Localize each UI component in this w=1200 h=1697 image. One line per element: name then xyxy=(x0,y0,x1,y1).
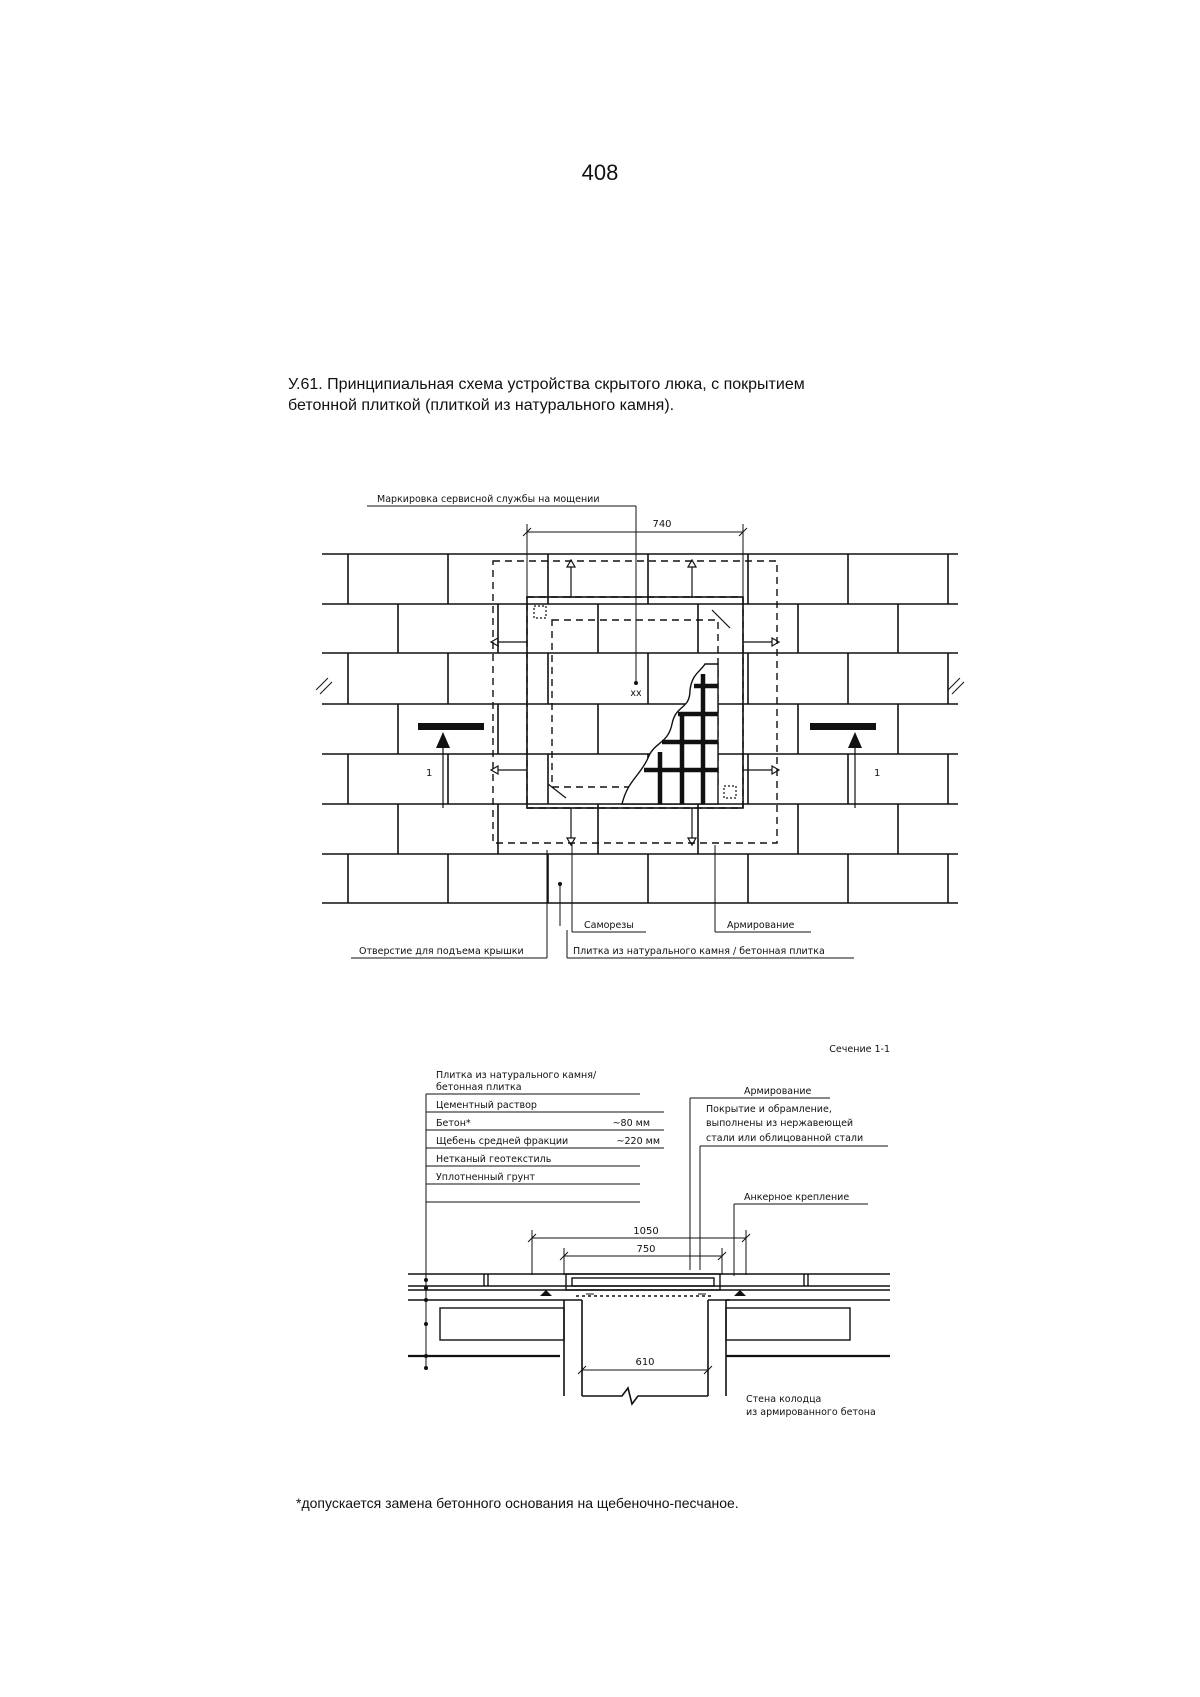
label-anchor: Анкерное крепление xyxy=(744,1192,849,1203)
label-reinforcement-section: Армирование xyxy=(744,1086,812,1097)
label-marking: Маркировка сервисной службы на мощении xyxy=(377,494,600,505)
layer-0: Плитка из натурального камня/ xyxy=(436,1070,597,1081)
layer-3: Бетон* xyxy=(436,1118,471,1129)
right-notes xyxy=(689,1097,888,1276)
dim-750-label: 750 xyxy=(636,1244,655,1255)
reinforcement-cutaway xyxy=(621,663,719,805)
hatch-cover xyxy=(565,1273,721,1297)
layer-6: Уплотненный грунт xyxy=(436,1172,535,1183)
section-mark-left-label: 1 xyxy=(426,768,432,779)
dim-1050-label: 1050 xyxy=(633,1226,658,1237)
cover-note-2: выполнены из нержавеющей xyxy=(706,1118,853,1129)
layer-5: Нетканый геотекстиль xyxy=(436,1154,552,1165)
layer-3-value: ~80 мм xyxy=(613,1118,650,1129)
footnote: *допускается замена бетонного основания … xyxy=(296,1495,739,1511)
caption-line-2: бетонной плиткой (плиткой из натуральног… xyxy=(288,397,675,414)
screw-icons xyxy=(489,558,781,847)
layer-2: Цементный раствор xyxy=(436,1100,537,1111)
dim-610-label: 610 xyxy=(635,1357,654,1368)
brick-paving xyxy=(322,553,958,904)
page-number: 408 xyxy=(581,160,619,185)
dimension-610 xyxy=(577,1365,713,1375)
cover-note-1: Покрытие и обрамление, xyxy=(706,1104,832,1115)
caption-line-1: У.61. Принципиальная схема устройства ск… xyxy=(288,376,805,393)
dimension-1050 xyxy=(527,1230,751,1275)
base-layers xyxy=(408,1299,890,1358)
bottom-leaders xyxy=(351,844,854,959)
section-title: Сечение 1-1 xyxy=(829,1044,890,1055)
layer-ticks xyxy=(424,1274,428,1370)
dimension-740 xyxy=(522,524,748,600)
layer-legend xyxy=(425,1093,664,1306)
mark-xx: хх xyxy=(630,688,642,699)
layer-1: бетонная плитка xyxy=(436,1082,522,1093)
well-wall-1: Стена колодца xyxy=(746,1394,821,1405)
cover-note-3: стали или облицованной стали xyxy=(706,1133,863,1144)
layer-4-value: ~220 мм xyxy=(617,1136,660,1147)
section-mark-right xyxy=(810,723,876,808)
break-marks xyxy=(315,677,965,695)
dim-740-label: 740 xyxy=(652,519,671,530)
layer-4: Щебень средней фракции xyxy=(436,1136,568,1147)
well-walls xyxy=(560,1299,730,1406)
anchor-icons xyxy=(540,1290,746,1296)
label-lift-hole: Отверстие для подъема крышки xyxy=(359,946,524,957)
well-wall-2: из армированного бетона xyxy=(746,1407,876,1418)
dimension-750 xyxy=(559,1248,727,1275)
label-tile: Плитка из натурального камня / бетонная … xyxy=(573,946,825,957)
label-reinforcement-plan: Армирование xyxy=(727,920,795,931)
figure-caption: У.61. Принципиальная схема устройства ск… xyxy=(288,374,928,416)
marking-leader xyxy=(367,505,637,682)
section-mark-right-label: 1 xyxy=(874,768,880,779)
label-screws: Саморезы xyxy=(584,920,634,931)
section-view: Сечение 1-1 Плитка из натурального камня… xyxy=(408,1044,890,1418)
hatch-frame xyxy=(526,596,744,809)
lift-hole-icons xyxy=(533,605,737,799)
paving-surface xyxy=(408,1273,890,1291)
section-mark-left xyxy=(418,723,484,808)
plan-view: 740 Маркировка сервисной службы на мощен… xyxy=(315,494,965,959)
